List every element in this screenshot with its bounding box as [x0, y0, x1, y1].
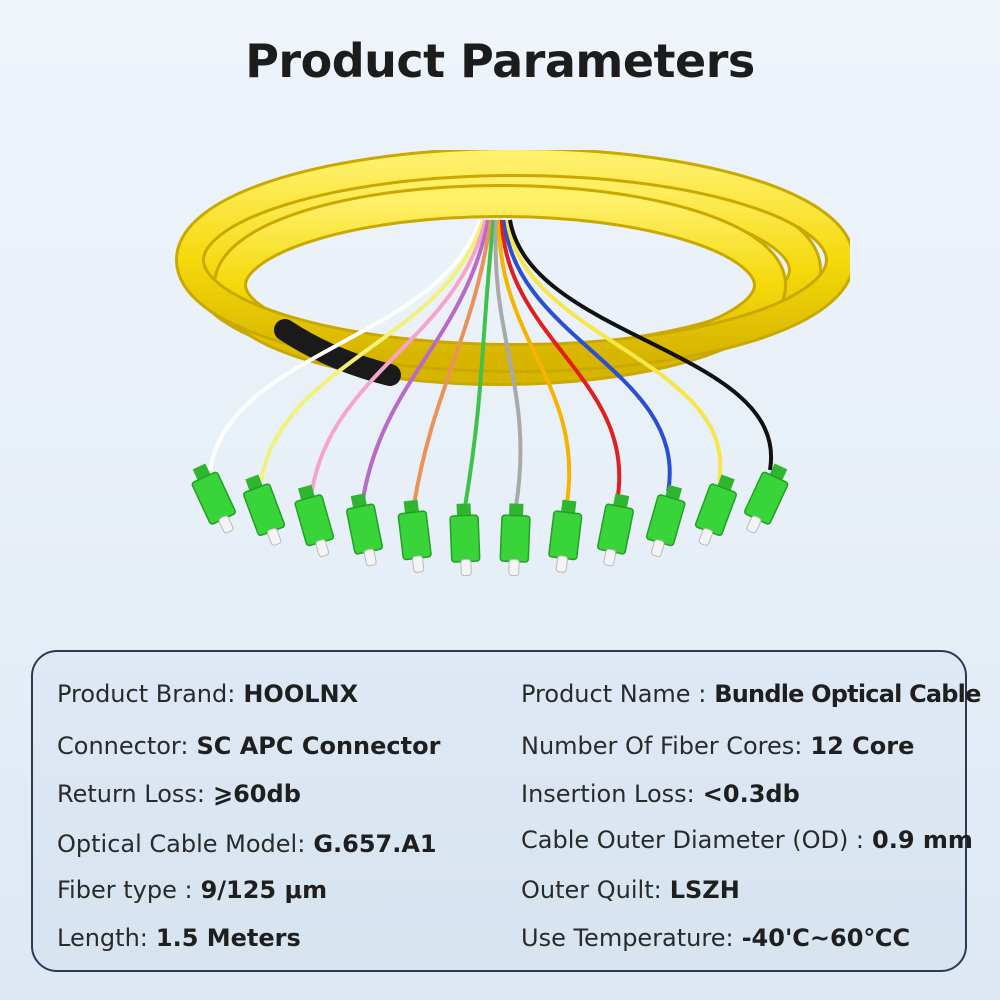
param-label: Length: [57, 924, 148, 952]
param-value: 12 Core [810, 732, 915, 760]
param-cable-outer-diameter: Cable Outer Diameter (OD) :0.9 mm [521, 826, 973, 854]
param-product-name: Product Name :Bundle Optical Cable [521, 680, 981, 708]
param-fiber-cores: Number Of Fiber Cores:12 Core [521, 732, 914, 760]
param-return-loss: Return Loss: ⩾60db [57, 780, 301, 808]
cable-jacket [175, 150, 850, 386]
fiber-strand [508, 219, 774, 471]
fiber-strand [493, 219, 523, 510]
fiber-strand [502, 219, 672, 492]
sc-apc-connector [294, 484, 335, 558]
sc-apc-connector [243, 474, 286, 546]
sc-apc-connector [449, 503, 481, 577]
param-label: Use Temperature: [521, 924, 734, 952]
fiber-strand [309, 219, 488, 492]
param-label: Number Of Fiber Cores: [521, 732, 803, 760]
fiber-strand [499, 219, 622, 501]
param-product-brand: Product Brand:HOOLNX [57, 680, 358, 708]
param-label: Return Loss: [57, 780, 205, 808]
sc-apc-connector [346, 493, 383, 567]
param-fiber-type: Fiber type :9/125 μm [57, 876, 327, 904]
param-value: 0.9 mm [872, 826, 973, 854]
sc-apc-connector [645, 484, 686, 558]
sc-apc-connector [597, 493, 634, 567]
param-label: Cable Outer Diameter (OD) : [521, 826, 865, 854]
sc-apc-connector [548, 499, 583, 573]
fiber-strand [258, 219, 485, 482]
param-label: Insertion Loss: [521, 780, 695, 808]
param-value: SC APC Connector [196, 732, 441, 760]
fiber-strands [208, 219, 774, 510]
param-label: Product Name : [521, 680, 707, 708]
param-label: Optical Cable Model: [57, 830, 306, 858]
parameters-panel: Product Brand:HOOLNX Connector:SC APC Co… [31, 650, 981, 972]
sc-apc-connector [744, 463, 789, 534]
fiber-strand [360, 219, 491, 501]
param-insertion-loss: Insertion Loss:<0.3db [521, 780, 800, 808]
param-label: Product Brand: [57, 680, 236, 708]
fiber-strand [497, 219, 572, 507]
param-value: 9/125 μm [200, 876, 328, 904]
fiber-strand [411, 219, 493, 507]
fiber-strand [208, 219, 482, 471]
sc-apc-connectors [191, 463, 789, 577]
sc-apc-connector [191, 463, 236, 534]
fiber-strand [462, 219, 496, 510]
param-value: G.657.A1 [313, 830, 437, 858]
param-value: <0.3db [702, 780, 800, 808]
fiber-strand [505, 219, 723, 482]
sc-apc-connector [694, 474, 737, 546]
param-outer-quilt: Outer Quilt:LSZH [521, 876, 740, 904]
param-label: Outer Quilt: [521, 876, 662, 904]
param-label: Connector: [57, 732, 189, 760]
param-connector: Connector:SC APC Connector [57, 732, 440, 760]
sc-apc-connector [397, 499, 432, 573]
param-use-temperature: Use Temperature:-40'C~60℃C [521, 924, 910, 952]
fiber-pigtail-bundle-image [175, 150, 850, 577]
param-value: 1.5 Meters [155, 924, 301, 952]
param-value: -40'C~60℃C [741, 924, 911, 952]
param-label: Fiber type : [57, 876, 193, 904]
param-length: Length:1.5 Meters [57, 924, 301, 952]
param-value: LSZH [669, 876, 740, 904]
param-value: HOOLNX [243, 680, 359, 708]
param-value: Bundle Optical Cable [714, 680, 981, 708]
sc-apc-connector [499, 503, 531, 577]
page-title: Product Parameters [245, 34, 755, 88]
param-optical-cable-model: Optical Cable Model:G.657.A1 [57, 830, 437, 858]
param-value: ⩾60db [213, 780, 301, 808]
